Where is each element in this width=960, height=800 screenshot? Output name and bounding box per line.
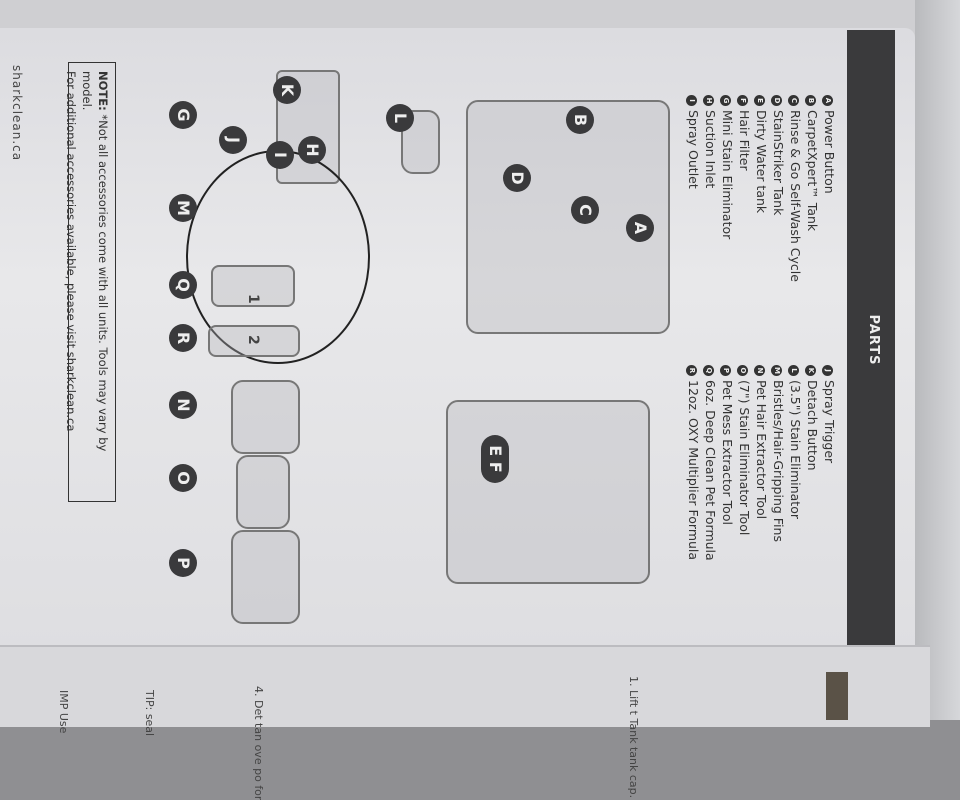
callout-a: A	[626, 214, 654, 242]
list-item: APower Button	[821, 95, 838, 282]
list-item: Q6oz. Deep Clean Pet Formula	[702, 365, 719, 561]
list-item: NPet Hair Extractor Tool	[753, 365, 770, 561]
parts-list-right: JSpray Trigger KDetach Button L(3.5") St…	[685, 365, 838, 561]
footer-site: sharkclean.ca	[10, 65, 24, 162]
list-item: JSpray Trigger	[821, 365, 838, 561]
list-item: ISpray Outlet	[685, 95, 702, 282]
note-line-1: *Not all accessories come with all units…	[80, 71, 110, 452]
next-page-header-bar	[826, 672, 848, 720]
callout-m: M	[169, 194, 197, 222]
callout-k: K	[273, 76, 301, 104]
callout-c: C	[571, 196, 599, 224]
list-item: EDirty Water tank	[753, 95, 770, 282]
callout-i: I	[266, 141, 294, 169]
list-item: O(7") Stain Eliminator Tool	[736, 365, 753, 561]
pet-hair-extractor-illustration	[231, 380, 300, 454]
list-item: MBristles/Hair-Gripping Fins	[770, 365, 787, 561]
stain-eliminator-7in-illustration	[236, 455, 290, 529]
list-item: PPet Mess Extractor Tool	[719, 365, 736, 561]
callout-r: R	[169, 324, 197, 352]
next-page-step-1: 1. Lift t Tank tank cap.	[627, 676, 640, 799]
list-item: L(3.5") Stain Eliminator	[787, 365, 804, 561]
parts-list-left: APower Button BCarpetXpert™ Tank CRinse …	[685, 95, 838, 282]
list-item: HSuction Inlet	[702, 95, 719, 282]
parts-page-content: PARTS APower Button BCarpetXpert™ Tank C…	[0, 30, 900, 670]
callout-n: N	[169, 391, 197, 419]
callout-o: O	[169, 464, 197, 492]
list-item: CRinse & Go Self-Wash Cycle	[787, 95, 804, 282]
callout-p: P	[169, 549, 197, 577]
next-page-tip: TIP: seal	[143, 690, 156, 737]
bottle-2-number: 2	[245, 335, 261, 345]
next-page-important: IMP Use	[57, 690, 70, 734]
page-title: PARTS	[866, 314, 881, 366]
background-edge	[915, 0, 960, 720]
list-item: KDetach Button	[804, 365, 821, 561]
callout-d: D	[503, 164, 531, 192]
list-item: DStainStriker Tank	[770, 95, 787, 282]
bottle-1-number: 1	[245, 294, 261, 304]
callout-g: G	[169, 101, 197, 129]
manual-page	[0, 28, 915, 658]
callout-q: Q	[169, 271, 197, 299]
list-item: BCarpetXpert™ Tank	[804, 95, 821, 282]
list-item: R12oz. OXY Multiplier Formula	[685, 365, 702, 561]
list-item: GMini Stain Eliminator	[719, 95, 736, 282]
note-label: NOTE:	[96, 71, 110, 111]
callout-ef: E F	[481, 435, 509, 483]
list-item: FHair Filter	[736, 95, 753, 282]
callout-l: L	[386, 104, 414, 132]
next-page-step-4: 4. Det tan ove po for	[252, 686, 265, 800]
callout-j: J	[219, 126, 247, 154]
callout-h: H	[298, 136, 326, 164]
carpet-cleaner-back-illustration	[446, 400, 650, 584]
parts-header-bar: PARTS	[847, 30, 895, 650]
note-line-2: For additional accessories available, pl…	[64, 71, 78, 432]
note-box: NOTE: *Not all accessories come with all…	[64, 62, 116, 502]
next-page	[0, 645, 930, 727]
pet-mess-extractor-illustration	[231, 530, 300, 624]
callout-b: B	[566, 106, 594, 134]
